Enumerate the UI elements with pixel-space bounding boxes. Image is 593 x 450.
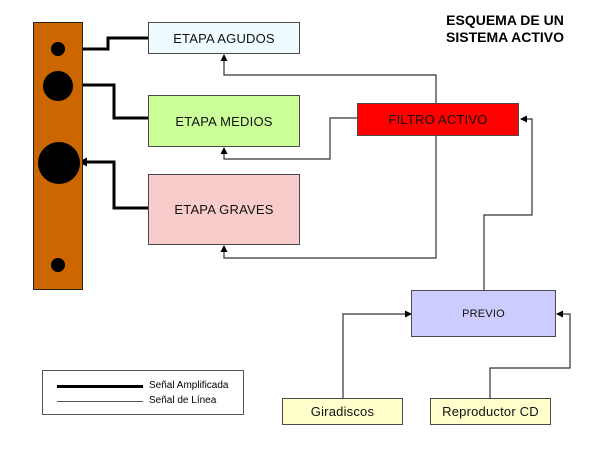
block-etapa-medios: ETAPA MEDIOS <box>148 95 300 147</box>
block-etapa-graves-label: ETAPA GRAVES <box>174 202 274 217</box>
wire-filtro-to-medios <box>220 117 357 160</box>
wire-medios-to-mid <box>73 80 148 120</box>
legend-item-line: Señal de Línea <box>43 394 243 408</box>
block-filtro-activo-label: FILTRO ACTIVO <box>388 112 488 127</box>
block-giradiscos: Giradiscos <box>282 398 403 425</box>
legend-item-amplified: Señal Amplificada <box>43 379 243 393</box>
port-driver <box>51 258 65 272</box>
block-giradiscos-label: Giradiscos <box>310 404 375 419</box>
wire-graves-to-woofer <box>78 157 148 210</box>
speaker-cabinet <box>33 22 83 290</box>
legend-swatch-thick <box>57 385 143 388</box>
tweeter-driver <box>51 42 65 56</box>
diagram-title-line2: SISTEMA ACTIVO <box>446 29 564 45</box>
midrange-driver <box>43 71 73 101</box>
legend-swatch-thin <box>57 401 143 402</box>
block-etapa-graves: ETAPA GRAVES <box>148 174 300 245</box>
wire-filtro-to-agudos <box>220 54 437 103</box>
diagram-title-line1: ESQUEMA DE UN <box>446 12 564 28</box>
block-reproductor-cd: Reproductor CD <box>430 398 551 425</box>
block-etapa-agudos: ETAPA AGUDOS <box>148 22 300 54</box>
wire-previo-to-filtro <box>483 115 533 290</box>
block-filtro-activo: FILTRO ACTIVO <box>357 103 519 136</box>
diagram-title: ESQUEMA DE UN SISTEMA ACTIVO <box>420 12 590 46</box>
wire-cd-to-previo <box>489 310 571 398</box>
legend-label-line: Señal de Línea <box>149 395 217 406</box>
legend-label-amplified: Señal Amplificada <box>149 380 229 391</box>
block-etapa-medios-label: ETAPA MEDIOS <box>175 113 273 129</box>
wire-filtro-to-graves <box>220 136 437 259</box>
legend: Señal Amplificada Señal de Línea <box>42 370 244 415</box>
block-etapa-agudos-label: ETAPA AGUDOS <box>173 30 275 46</box>
block-previo: PREVIO <box>411 290 556 337</box>
woofer-driver <box>38 142 80 184</box>
block-reproductor-cd-label: Reproductor CD <box>442 404 539 419</box>
wire-agudos-to-tweeter <box>65 36 148 54</box>
wire-giradiscos-to-previo <box>342 310 412 398</box>
block-previo-label: PREVIO <box>462 307 505 320</box>
